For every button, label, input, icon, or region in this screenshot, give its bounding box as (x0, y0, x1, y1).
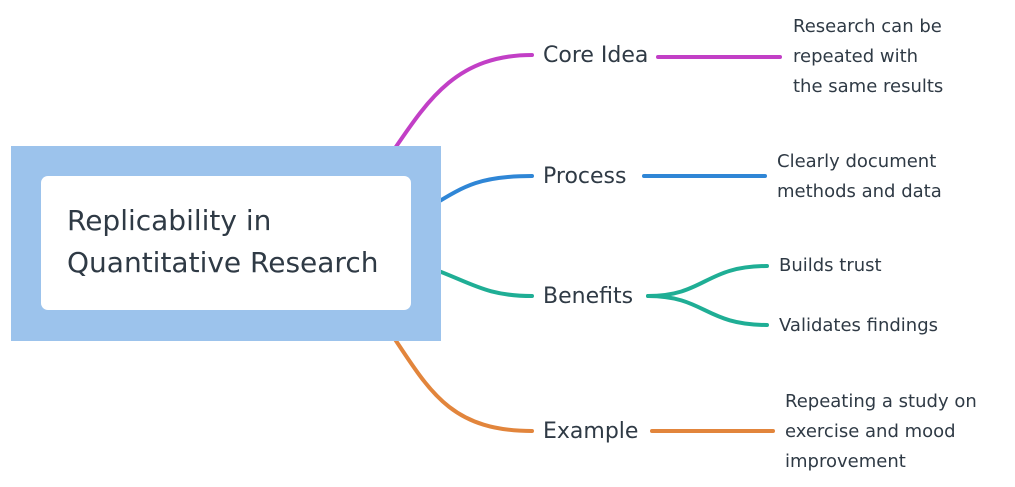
branch-benefits[interactable]: Benefits (543, 284, 634, 309)
leaf-line: the same results (793, 76, 944, 97)
leaf-line: Builds trust (779, 255, 882, 276)
branch-process[interactable]: Process (543, 164, 627, 189)
branch-core-idea[interactable]: Core Idea (543, 43, 649, 68)
leaf-line: repeated with (793, 46, 919, 67)
branch-example[interactable]: Example (543, 419, 639, 444)
leaf-line: exercise and mood (785, 421, 956, 442)
leaf-process[interactable]: Clearly document methods and data (777, 147, 942, 207)
leaf-line: Repeating a study on (785, 391, 977, 412)
root-title-line-2: Quantitative Research (67, 246, 379, 279)
leaf-line: improvement (785, 451, 906, 472)
connector-benefits-leaf-2 (646, 294, 769, 327)
leaf-benefits-builds-trust[interactable]: Builds trust (779, 251, 882, 281)
leaf-example[interactable]: Repeating a study on exercise and mood i… (785, 387, 977, 477)
leaf-line: methods and data (777, 181, 942, 202)
leaf-benefits-validates-findings[interactable]: Validates findings (779, 311, 938, 341)
leaf-line: Clearly document (777, 151, 937, 172)
leaf-line: Research can be (793, 16, 942, 37)
root-title-line-1: Replicability in (67, 204, 272, 237)
root-node[interactable]: Replicability in Quantitative Research (41, 176, 411, 310)
leaf-core-idea[interactable]: Research can be repeated with the same r… (793, 12, 943, 102)
leaf-line: Validates findings (779, 315, 939, 336)
connector-benefits-leaf-1 (646, 264, 769, 298)
